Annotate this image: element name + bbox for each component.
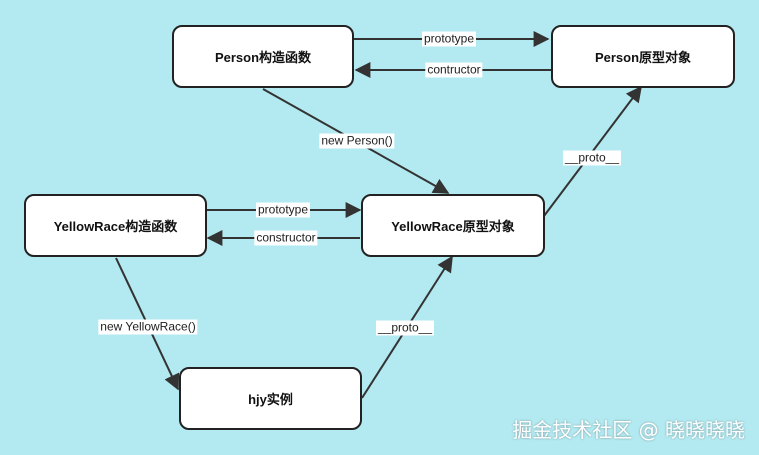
- node-yellowrace-constructor: YellowRace构造函数: [24, 194, 207, 257]
- label-new-yellowrace: new YellowRace(): [98, 319, 198, 335]
- node-person-constructor: Person构造函数: [172, 25, 354, 88]
- label-yellow-prototype: prototype: [255, 202, 311, 218]
- label-yellow-proto-to-person-proto: __proto__: [562, 150, 622, 166]
- label-hjy-proto: __proto__: [375, 320, 435, 336]
- label-person-prototype: prototype: [421, 31, 477, 47]
- node-yellowrace-prototype-object: YellowRace原型对象: [361, 194, 545, 257]
- node-person-prototype-object: Person原型对象: [551, 25, 735, 88]
- label-new-person: new Person(): [319, 133, 395, 149]
- label-person-contructor: contructor: [425, 62, 483, 78]
- node-hjy-instance: hjy实例: [179, 367, 362, 430]
- watermark: 掘金技术社区 @ 晓晓晓晓: [512, 418, 745, 442]
- label-yellow-constructor: constructor: [254, 230, 318, 246]
